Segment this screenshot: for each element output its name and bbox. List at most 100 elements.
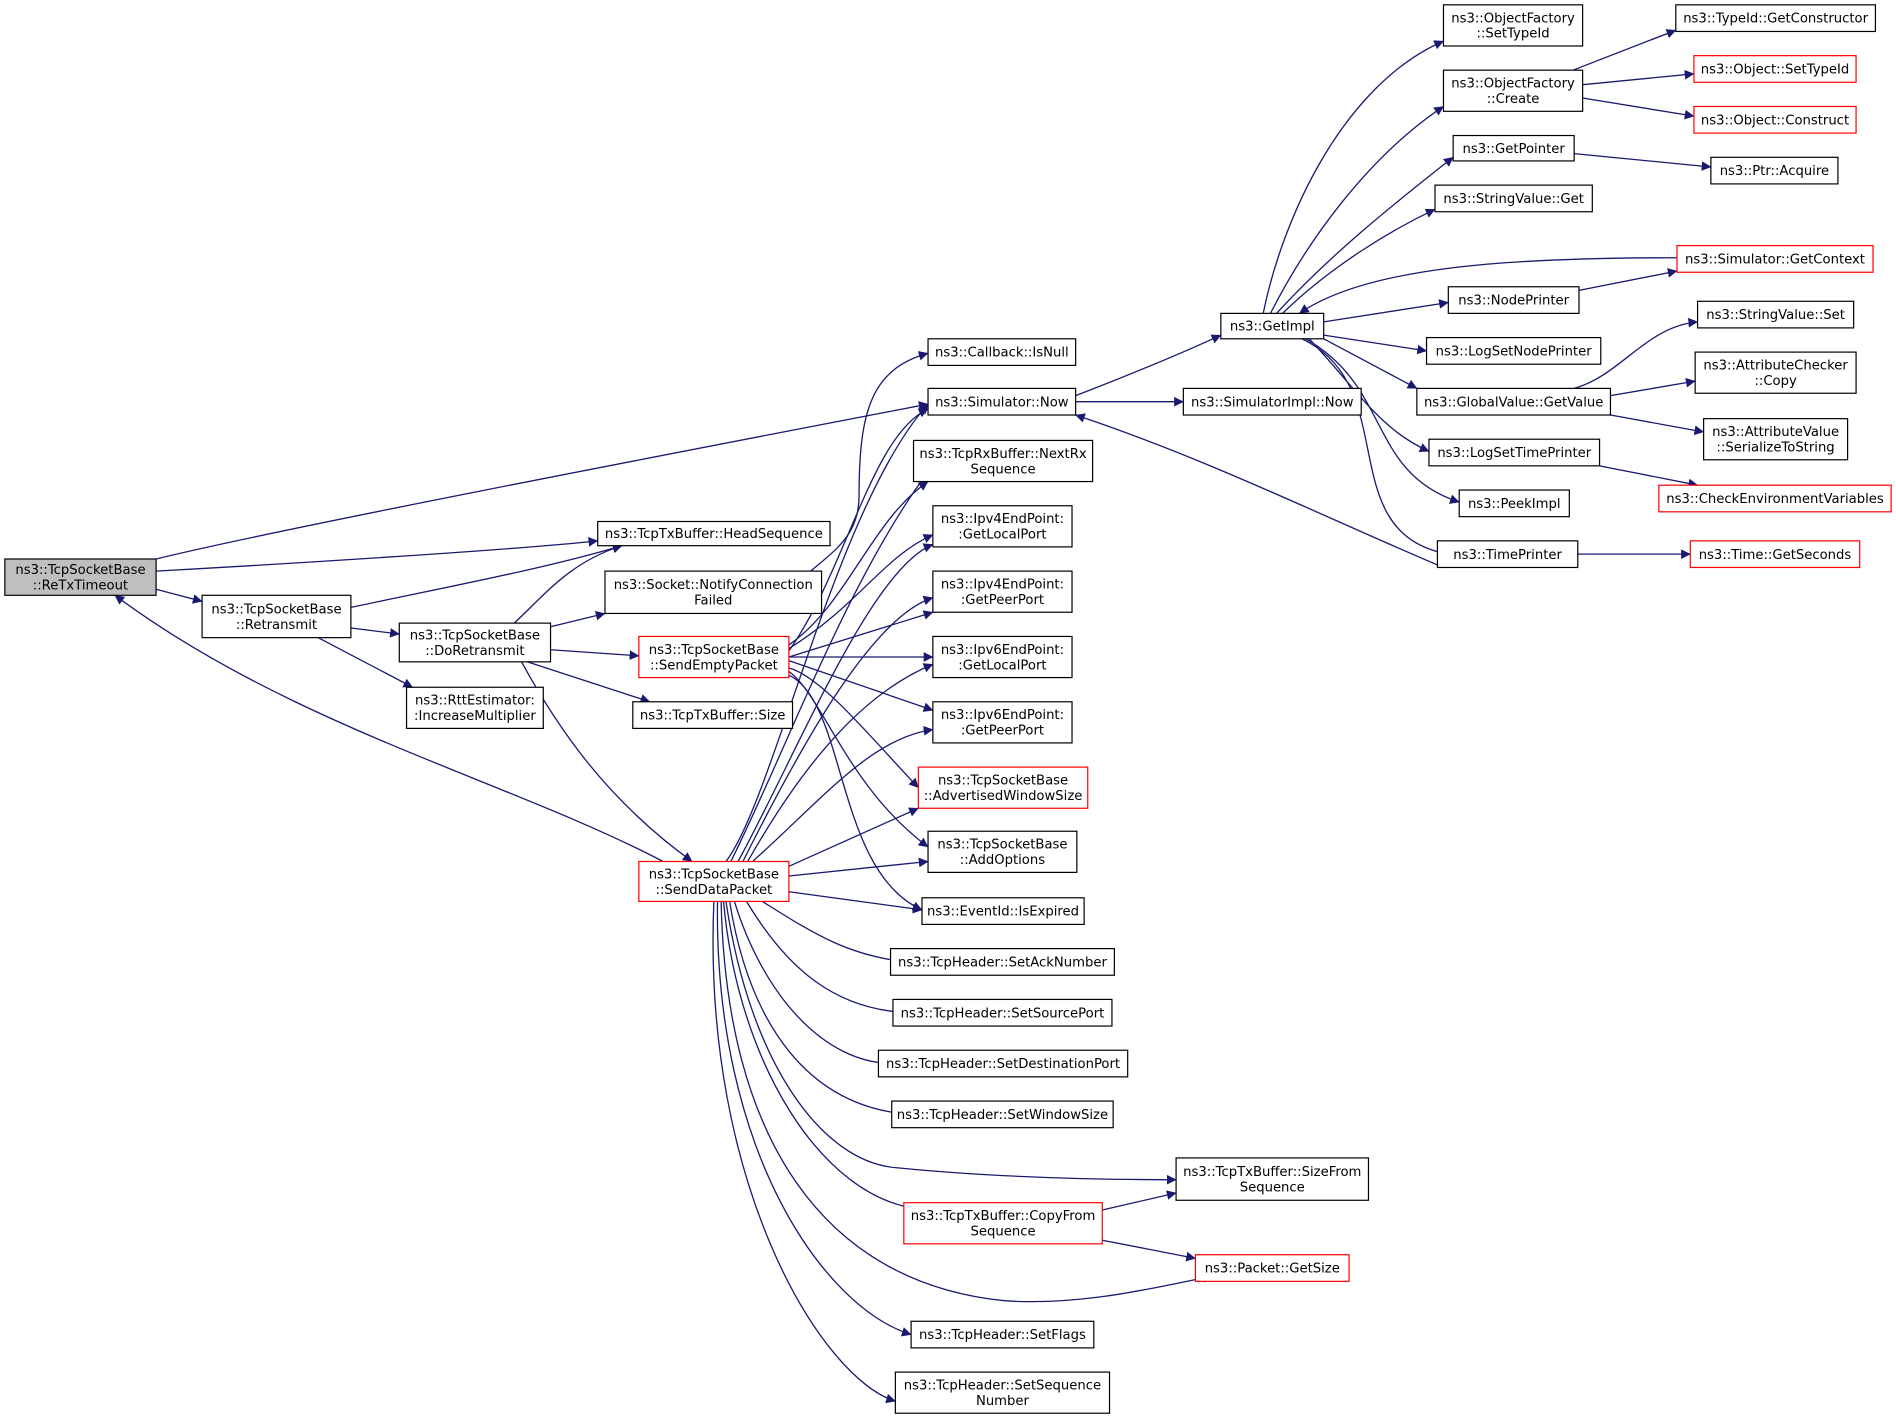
node-ptracquire[interactable]: ns3::Ptr::Acquire [1710, 156, 1839, 185]
node-gvget[interactable]: ns3::GlobalValue::GetValue [1416, 387, 1612, 416]
call-edge [1573, 29, 1677, 70]
node-ipv6local[interactable]: ns3::Ipv6EndPoint::GetLocalPort [932, 635, 1073, 679]
node-addopts[interactable]: ns3::TcpSocketBase::AddOptions [927, 830, 1078, 873]
node-label: ns3::EventId::IsExpired [927, 905, 1079, 920]
node-label: ns3::Ptr::Acquire [1720, 164, 1829, 179]
node-simimplnow[interactable]: ns3::SimulatorImpl::Now [1182, 387, 1362, 416]
node-label: ns3::TcpSocketBase [15, 563, 145, 578]
node-attrcheck[interactable]: ns3::AttributeChecker::Copy [1694, 351, 1857, 394]
node-checkenv[interactable]: ns3::CheckEnvironmentVariables [1658, 484, 1892, 513]
node-peekimpl[interactable]: ns3::PeekImpl [1458, 489, 1570, 518]
node-evexpired[interactable]: ns3::EventId::IsExpired [921, 897, 1085, 926]
node-setack[interactable]: ns3::TcpHeader::SetAckNumber [889, 948, 1115, 976]
node-ofsettype[interactable]: ns3::ObjectFactory::SetTypeId [1442, 4, 1584, 47]
node-label: ns3::LogSetTimePrinter [1437, 446, 1591, 461]
node-timeprinter[interactable]: ns3::TimePrinter [1436, 540, 1579, 569]
node-getpointer[interactable]: ns3::GetPointer [1452, 134, 1575, 162]
call-edge [738, 543, 934, 861]
node-label: Sequence [971, 462, 1036, 477]
call-edge [753, 726, 934, 862]
node-getimpl[interactable]: ns3::GetImpl [1220, 312, 1325, 340]
node-strset[interactable]: ns3::StringValue::Set [1696, 300, 1855, 329]
node-logsettime[interactable]: ns3::LogSetTimePrinter [1428, 438, 1601, 467]
node-label: ns3::Ipv4EndPoint: [941, 578, 1064, 593]
node-label: ns3::TcpHeader::SetWindowSize [897, 1108, 1108, 1123]
node-cbisnull[interactable]: ns3::Callback::IsNull [927, 338, 1077, 367]
call-edge [528, 662, 651, 704]
node-doretransmit[interactable]: ns3::TcpSocketBase::DoRetransmit [398, 622, 552, 663]
node-label: ns3::SimulatorImpl::Now [1191, 395, 1354, 410]
call-edge [789, 409, 929, 651]
call-edges [115, 29, 1712, 1404]
node-logsetnode[interactable]: ns3::LogSetNodePrinter [1425, 336, 1602, 365]
node-box [927, 338, 1077, 367]
node-box [1436, 540, 1579, 569]
node-setdst[interactable]: ns3::TcpHeader::SetDestinationPort [877, 1049, 1129, 1078]
node-ofcreate[interactable]: ns3::ObjectFactory::Create [1442, 69, 1584, 112]
node-sendempty[interactable]: ns3::TcpSocketBase::SendEmptyPacket [638, 635, 790, 679]
node-rttinc[interactable]: ns3::RttEstimator::IncreaseMultiplier [405, 686, 544, 729]
call-edge [115, 595, 663, 861]
node-label: ::SerializeToString [1717, 441, 1835, 456]
node-box [1710, 156, 1839, 185]
node-label: ns3::TcpSocketBase [937, 838, 1067, 853]
node-ipv4local[interactable]: ns3::Ipv4EndPoint::GetLocalPort [932, 505, 1073, 548]
node-box [1689, 540, 1861, 569]
node-retx[interactable]: ns3::TcpSocketBase::ReTxTimeout [4, 558, 157, 596]
node-box [927, 830, 1078, 873]
call-edge [789, 892, 923, 914]
node-box [638, 635, 790, 679]
node-pktsize[interactable]: ns3::Packet::GetSize [1194, 1254, 1350, 1282]
call-edge [156, 401, 929, 559]
node-label: ns3::TypeId::GetConstructor [1683, 12, 1868, 27]
node-box [1696, 300, 1855, 329]
node-setwin[interactable]: ns3::TcpHeader::SetWindowSize [891, 1100, 1114, 1129]
node-label: ns3::TcpRxBuffer::NextRx [919, 447, 1086, 462]
node-advwin[interactable]: ns3::TcpSocketBase::AdvertisedWindowSize [917, 766, 1089, 809]
node-txsize[interactable]: ns3::TcpTxBuffer::Size [632, 701, 794, 729]
call-edge [1306, 339, 1460, 504]
node-simnow[interactable]: ns3::Simulator::Now [927, 387, 1077, 416]
node-attrval[interactable]: ns3::AttributeValue::SerializeToString [1703, 418, 1849, 461]
node-nodeprinter[interactable]: ns3::NodePrinter [1447, 286, 1580, 314]
node-box [892, 998, 1113, 1027]
node-typeidctor[interactable]: ns3::TypeId::GetConstructor [1675, 4, 1877, 33]
node-box [1693, 105, 1857, 134]
node-headseq[interactable]: ns3::TcpTxBuffer::HeadSequence [597, 520, 831, 547]
call-edge [156, 589, 203, 604]
node-label: ns3::RttEstimator: [415, 694, 535, 709]
node-box [889, 948, 1115, 976]
node-box [917, 766, 1089, 809]
node-retransmit[interactable]: ns3::TcpSocketBase::Retransmit [201, 594, 352, 639]
node-label: Failed [694, 594, 732, 609]
node-setflags[interactable]: ns3::TcpHeader::SetFlags [910, 1320, 1095, 1349]
call-edge [726, 404, 928, 861]
node-label: ns3::TcpSocketBase [410, 628, 540, 643]
node-box [1434, 184, 1593, 213]
node-strget[interactable]: ns3::StringValue::Get [1434, 184, 1593, 213]
node-setsrc[interactable]: ns3::TcpHeader::SetSourcePort [892, 998, 1113, 1027]
call-edge [1102, 1240, 1196, 1262]
call-edge [521, 662, 692, 862]
node-ipv6peer[interactable]: ns3::Ipv6EndPoint::GetPeerPort [932, 701, 1073, 744]
node-label: ns3::TcpHeader::SetSourcePort [901, 1006, 1105, 1021]
node-box [903, 1202, 1103, 1245]
node-objconstruct[interactable]: ns3::Object::Construct [1693, 105, 1857, 134]
node-objsettype[interactable]: ns3::Object::SetTypeId [1693, 55, 1857, 83]
node-simgetctx[interactable]: ns3::Simulator::GetContext [1676, 245, 1874, 273]
node-label: ::AddOptions [960, 853, 1045, 868]
node-timegetsec[interactable]: ns3::Time::GetSeconds [1689, 540, 1861, 569]
call-edge [762, 901, 908, 966]
node-label: ns3::Time::GetSeconds [1699, 548, 1852, 563]
node-ipv4peer[interactable]: ns3::Ipv4EndPoint::GetPeerPort [932, 570, 1073, 613]
call-edge [1324, 299, 1449, 321]
node-box [1175, 1157, 1370, 1201]
node-senddata[interactable]: ns3::TcpSocketBase::SendDataPacket [638, 860, 790, 903]
call-edge [734, 901, 896, 1069]
call-edge [789, 672, 928, 847]
